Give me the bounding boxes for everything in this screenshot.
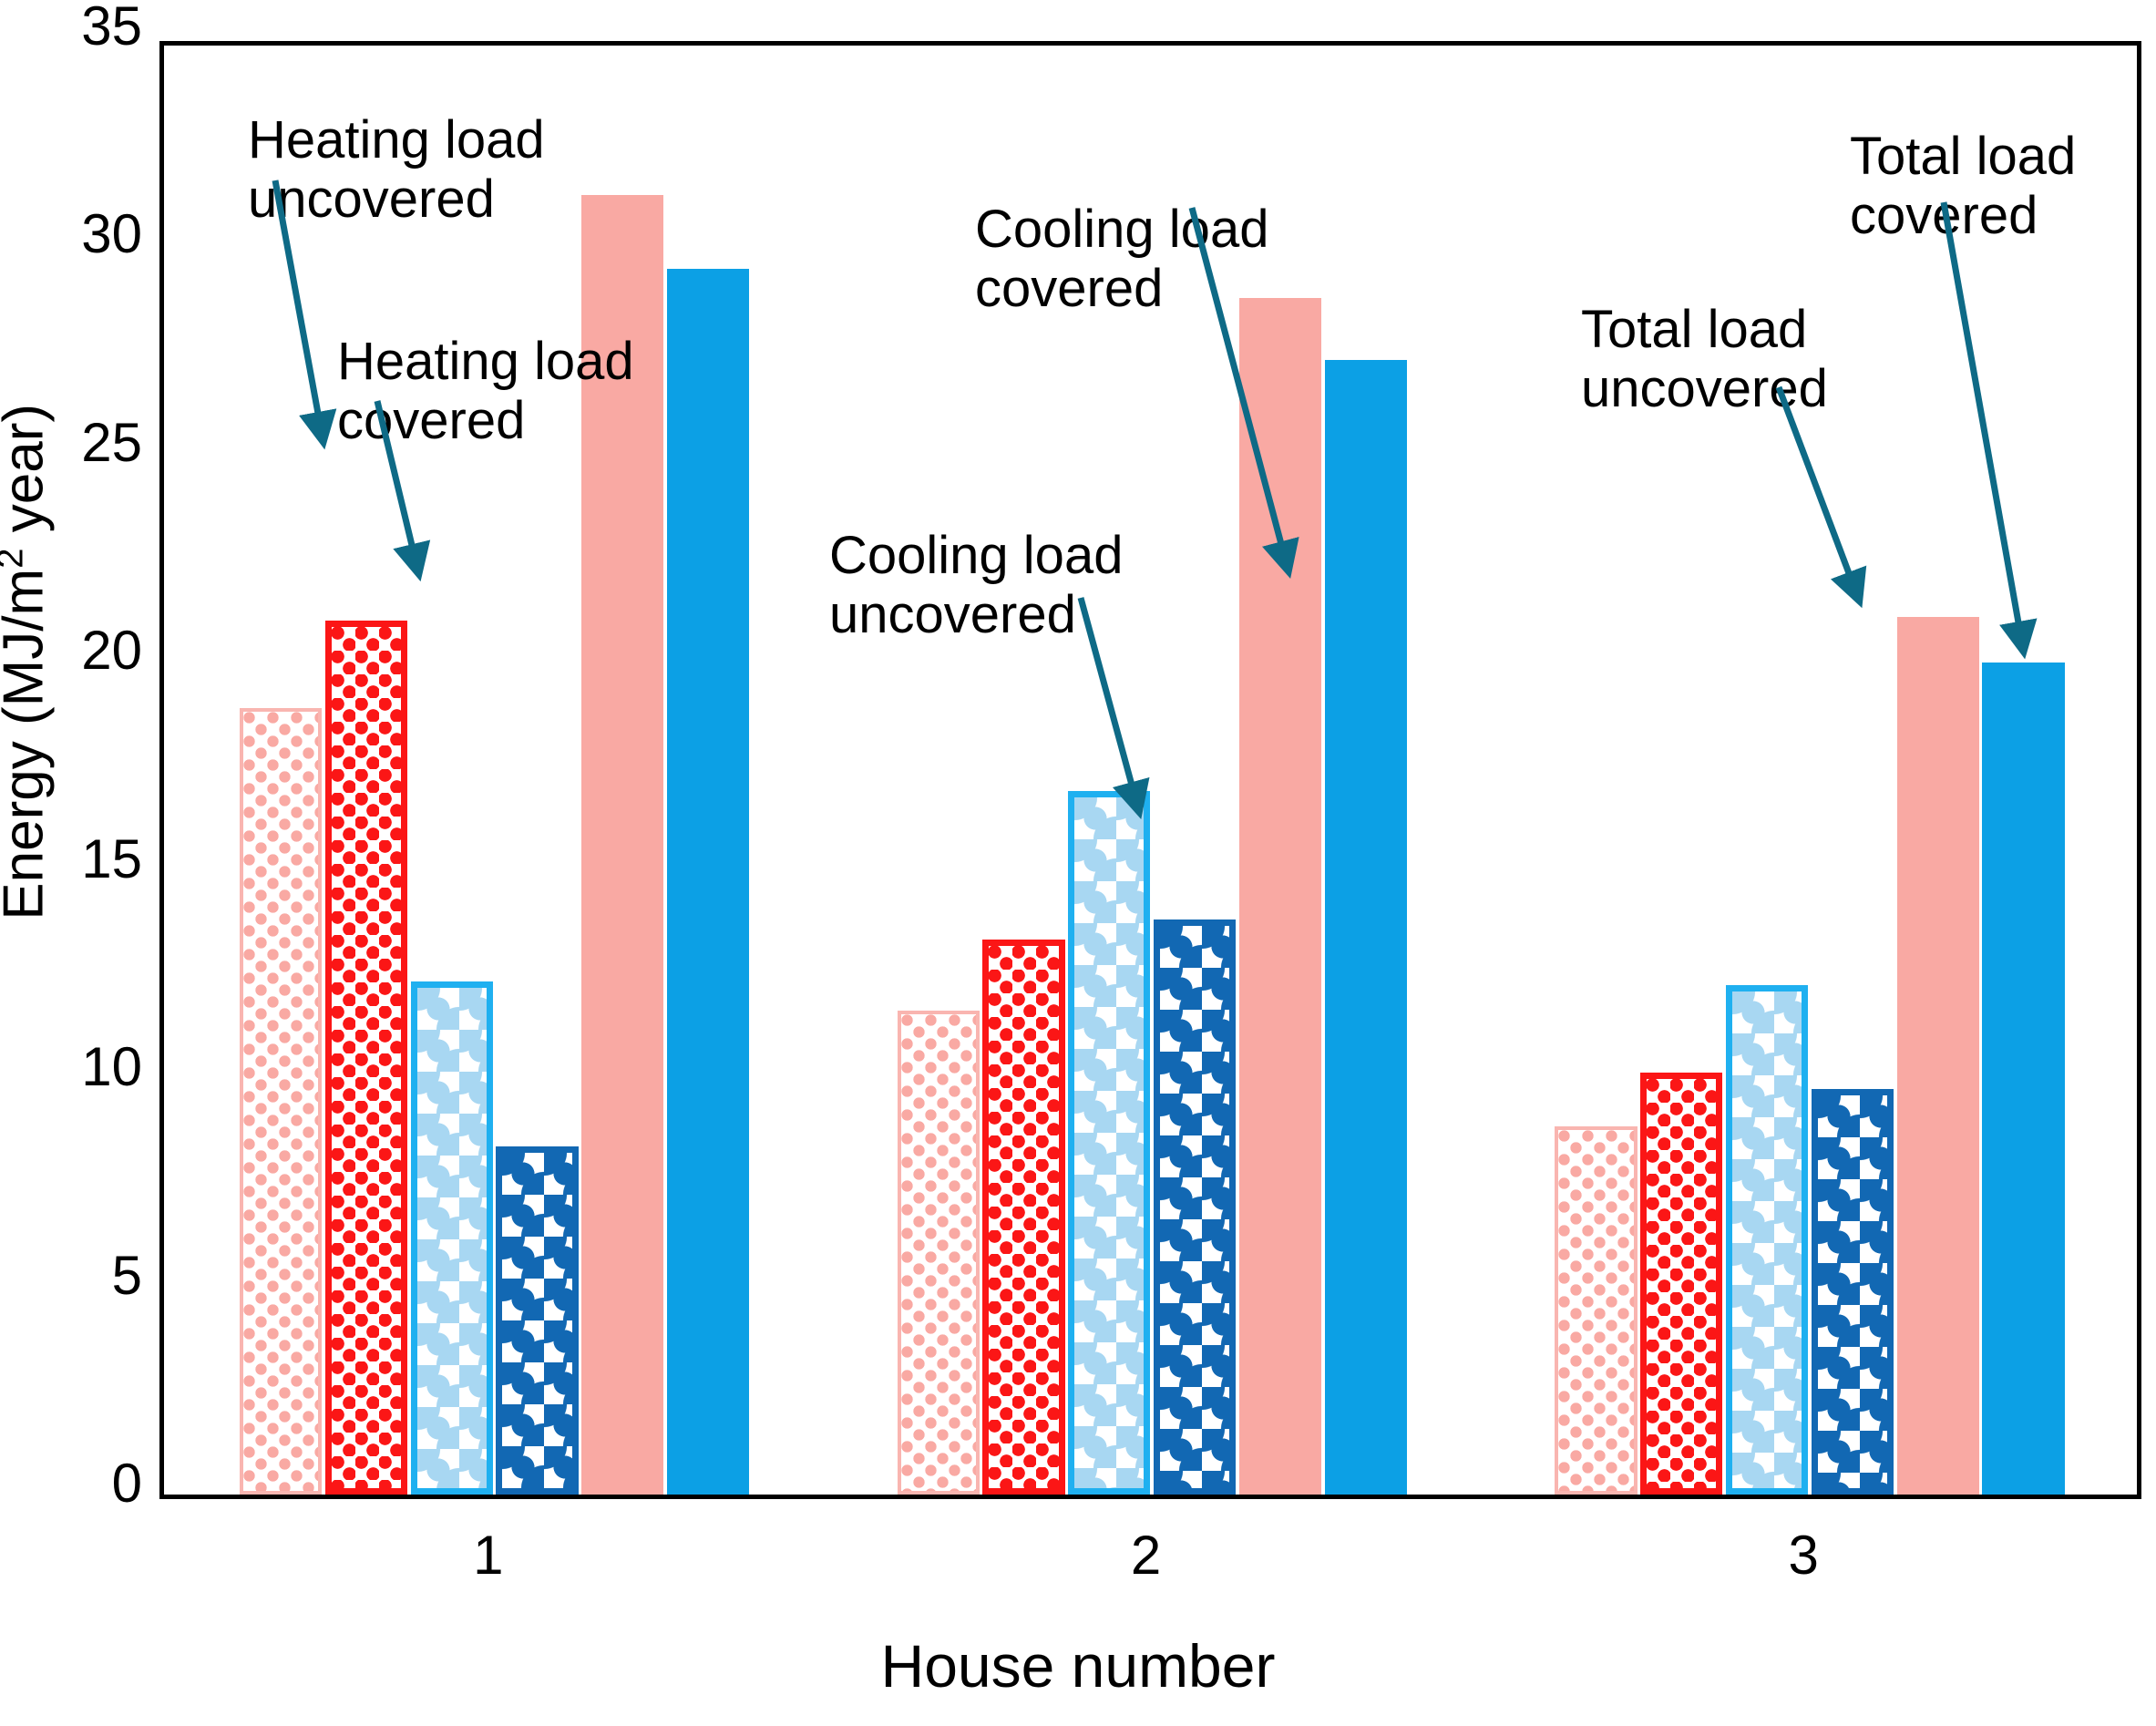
annotation-heating-load-uncovered: Heating load uncovered [248, 110, 545, 229]
x-tick-1: 1 [473, 1525, 504, 1586]
bar-g3-heating-load-covered [1640, 1072, 1723, 1495]
y-axis-title-superscript: 2 [0, 548, 31, 568]
bar-g2-cooling-load-covered [1154, 919, 1237, 1495]
bar-g2-cooling-load-uncovered [1068, 790, 1151, 1495]
y-tick-20: 20 [81, 620, 142, 681]
bar-g3-heating-load-uncovered [1555, 1125, 1638, 1495]
y-tick-15: 15 [81, 828, 142, 889]
y-tick-5: 5 [111, 1245, 142, 1306]
bar-g3-total-load-uncovered [1896, 616, 1979, 1495]
y-tick-35: 35 [81, 0, 142, 57]
x-axis-title: House number [880, 1632, 1276, 1700]
y-tick-30: 30 [81, 203, 142, 264]
bar-g1-heating-load-covered [324, 621, 407, 1495]
y-tick-25: 25 [81, 412, 142, 473]
annotation-cooling-load-uncovered: Cooling load uncovered [829, 526, 1124, 644]
bar-g1-cooling-load-uncovered [410, 981, 493, 1495]
annotation-heating-load-covered: Heating load covered [337, 332, 634, 450]
y-axis-title: Energy (MJ/m2 year) [0, 361, 56, 962]
annotation-total-load-uncovered: Total load uncovered [1581, 300, 1828, 418]
y-tick-0: 0 [111, 1453, 142, 1514]
y-tick-10: 10 [81, 1036, 142, 1097]
plot-area [159, 41, 2141, 1499]
bar-g2-total-load-covered [1324, 360, 1407, 1495]
bar-g3-cooling-load-covered [1811, 1088, 1894, 1495]
bar-g1-cooling-load-covered [496, 1146, 579, 1495]
bar-g1-total-load-covered [667, 269, 750, 1495]
bar-g3-cooling-load-uncovered [1725, 985, 1809, 1495]
bar-g2-total-load-uncovered [1238, 298, 1322, 1495]
y-axis-title-pre: Energy (MJ/m [0, 568, 56, 920]
bar-g3-total-load-covered [1982, 662, 2065, 1495]
bar-g1-heating-load-uncovered [239, 707, 323, 1495]
bar-g2-heating-load-covered [982, 940, 1065, 1495]
bar-g2-heating-load-uncovered [897, 1010, 980, 1495]
x-tick-2: 2 [1130, 1525, 1162, 1586]
y-axis-title-post: year) [0, 403, 56, 533]
bar-g1-total-load-uncovered [581, 194, 664, 1495]
x-tick-3: 3 [1788, 1525, 1819, 1586]
annotation-total-load-covered: Total load covered [1850, 127, 2077, 245]
annotation-cooling-load-covered: Cooling load covered [975, 200, 1269, 318]
